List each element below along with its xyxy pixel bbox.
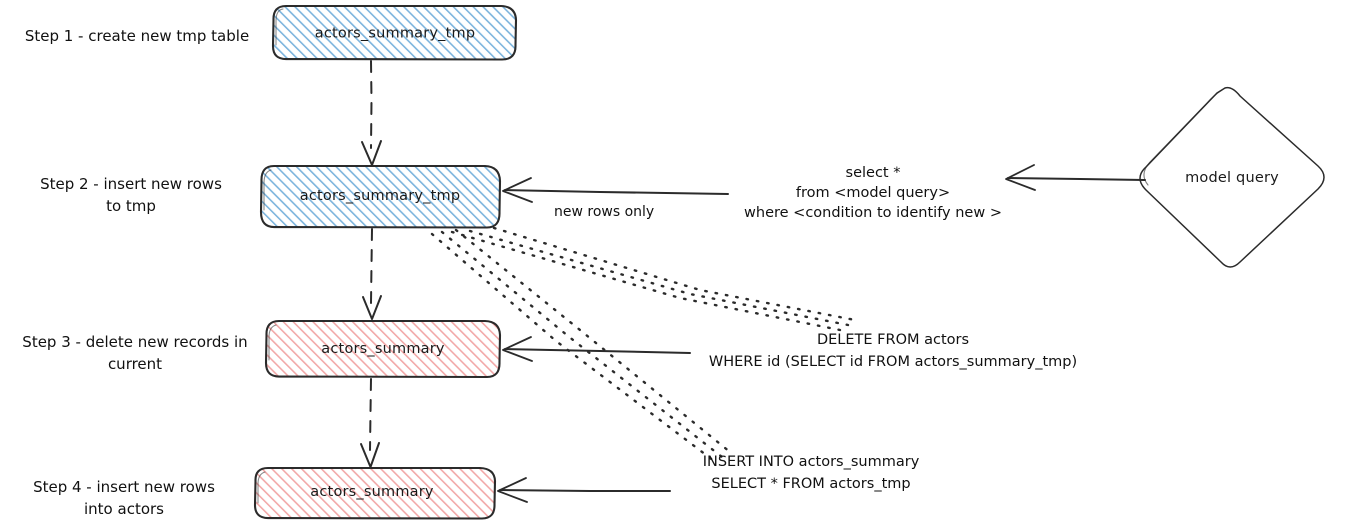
sql-delete-line-1: DELETE FROM actors: [817, 332, 969, 348]
node-step-2-label: actors_summary_tmp: [300, 188, 460, 204]
dotted-ref-delete-b: [468, 229, 850, 327]
node-step-1-outline: [271, 4, 518, 61]
step-2-label-line-2: to tmp: [106, 197, 156, 215]
node-step-3-label: actors_summary: [321, 341, 445, 357]
edge-model-query-to-select: [1005, 164, 1146, 191]
edge-new-rows-only-line: [504, 189, 729, 195]
step-4-label: Step 4 - insert new rows into actors: [33, 478, 215, 518]
step-2-label: Step 2 - insert new rows to tmp: [40, 175, 222, 215]
sql-insert-line-1: INSERT INTO actors_summary: [703, 454, 920, 470]
step-3-label-line-1: Step 3 - delete new records in: [22, 333, 247, 351]
dotted-ref-insert-a: [454, 228, 732, 454]
node-step-1-label: actors_summary_tmp: [315, 26, 475, 42]
step-3-label-line-2: current: [108, 355, 162, 373]
flow-arrow-3-line: [369, 378, 372, 451]
flow-arrow-2-line: [370, 228, 373, 304]
node-step-3-outline: [264, 319, 502, 379]
node-step-2-fill: [261, 166, 500, 228]
flow-arrow-3-head: [360, 442, 380, 468]
sql-select-line-1: select *: [846, 165, 901, 181]
edge-label-new-rows-only: new rows only: [554, 204, 654, 220]
node-step-3-sketch: [268, 324, 277, 361]
node-step-4-actors-summary[interactable]: actors_summary: [253, 466, 497, 520]
dotted-ref-insert-b: [440, 230, 724, 459]
node-step-2-actors-summary-tmp[interactable]: actors_summary_tmp: [259, 164, 502, 229]
flow-arrow-step2-to-step3: [362, 228, 382, 320]
edge-model-query-line: [1007, 177, 1146, 181]
sql-block-insert-query: INSERT INTO actors_summary SELECT * FROM…: [703, 454, 920, 492]
flow-arrow-step3-to-step4: [360, 378, 380, 468]
flow-arrow-step1-to-step2: [361, 60, 382, 166]
model-query-sketch: [1143, 89, 1223, 186]
edge-delete-to-step3: [502, 336, 691, 362]
step-4-label-line-1: Step 4 - insert new rows: [33, 478, 215, 496]
node-step-1-fill: [273, 6, 516, 60]
step-3-label: Step 3 - delete new records in current: [22, 333, 247, 373]
sql-block-select-query: select * from <model query> where <condi…: [744, 165, 1002, 221]
node-step-4-label: actors_summary: [310, 484, 434, 500]
edge-insert-line: [499, 489, 671, 492]
node-step-4-sketch: [257, 471, 266, 504]
node-step-2-sketch: [263, 169, 272, 211]
model-query-label: model query: [1185, 170, 1279, 186]
sql-select-line-3: where <condition to identify new >: [744, 205, 1002, 221]
edge-insert-head: [497, 477, 528, 503]
edge-new-rows-only: [502, 177, 729, 203]
dotted-ref-delete-c: [450, 230, 842, 332]
edge-new-rows-only-head: [502, 177, 533, 203]
edge-model-query-head: [1005, 164, 1036, 191]
flow-arrow-1-line: [370, 60, 373, 149]
dotted-ref-delete-a: [492, 226, 857, 322]
step-2-label-line-1: Step 2 - insert new rows: [40, 175, 222, 193]
flow-arrow-1-head: [361, 140, 382, 166]
edge-insert-to-step4: [497, 477, 671, 503]
flow-arrow-2-head: [362, 295, 382, 320]
node-step-1-sketch: [275, 8, 284, 46]
sql-delete-line-2: WHERE id (SELECT id FROM actors_summary_…: [709, 354, 1077, 370]
edge-delete-head: [502, 336, 533, 362]
node-step-3-fill: [266, 321, 500, 377]
dotted-ref-step2-to-insert: [430, 228, 732, 463]
sql-select-line-2: from <model query>: [796, 185, 950, 201]
step-1-label-line-1: Step 1 - create new tmp table: [25, 27, 249, 45]
node-step-3-actors-summary[interactable]: actors_summary: [264, 319, 502, 379]
node-step-4-outline: [253, 466, 497, 520]
edge-delete-line: [504, 348, 691, 354]
step-4-label-line-2: into actors: [84, 500, 164, 518]
model-query-fill: [1140, 87, 1324, 268]
dotted-ref-insert-c: [430, 232, 716, 463]
node-step-4-fill: [255, 468, 495, 519]
node-step-1-actors-summary-tmp[interactable]: actors_summary_tmp: [271, 4, 518, 61]
step-1-label: Step 1 - create new tmp table: [25, 27, 249, 45]
dotted-ref-step2-to-delete: [450, 226, 857, 332]
sql-insert-line-2: SELECT * FROM actors_tmp: [711, 476, 910, 492]
node-model-query[interactable]: model query: [1139, 86, 1325, 268]
sql-block-delete-query: DELETE FROM actors WHERE id (SELECT id F…: [709, 332, 1077, 370]
node-step-2-outline: [259, 164, 502, 229]
